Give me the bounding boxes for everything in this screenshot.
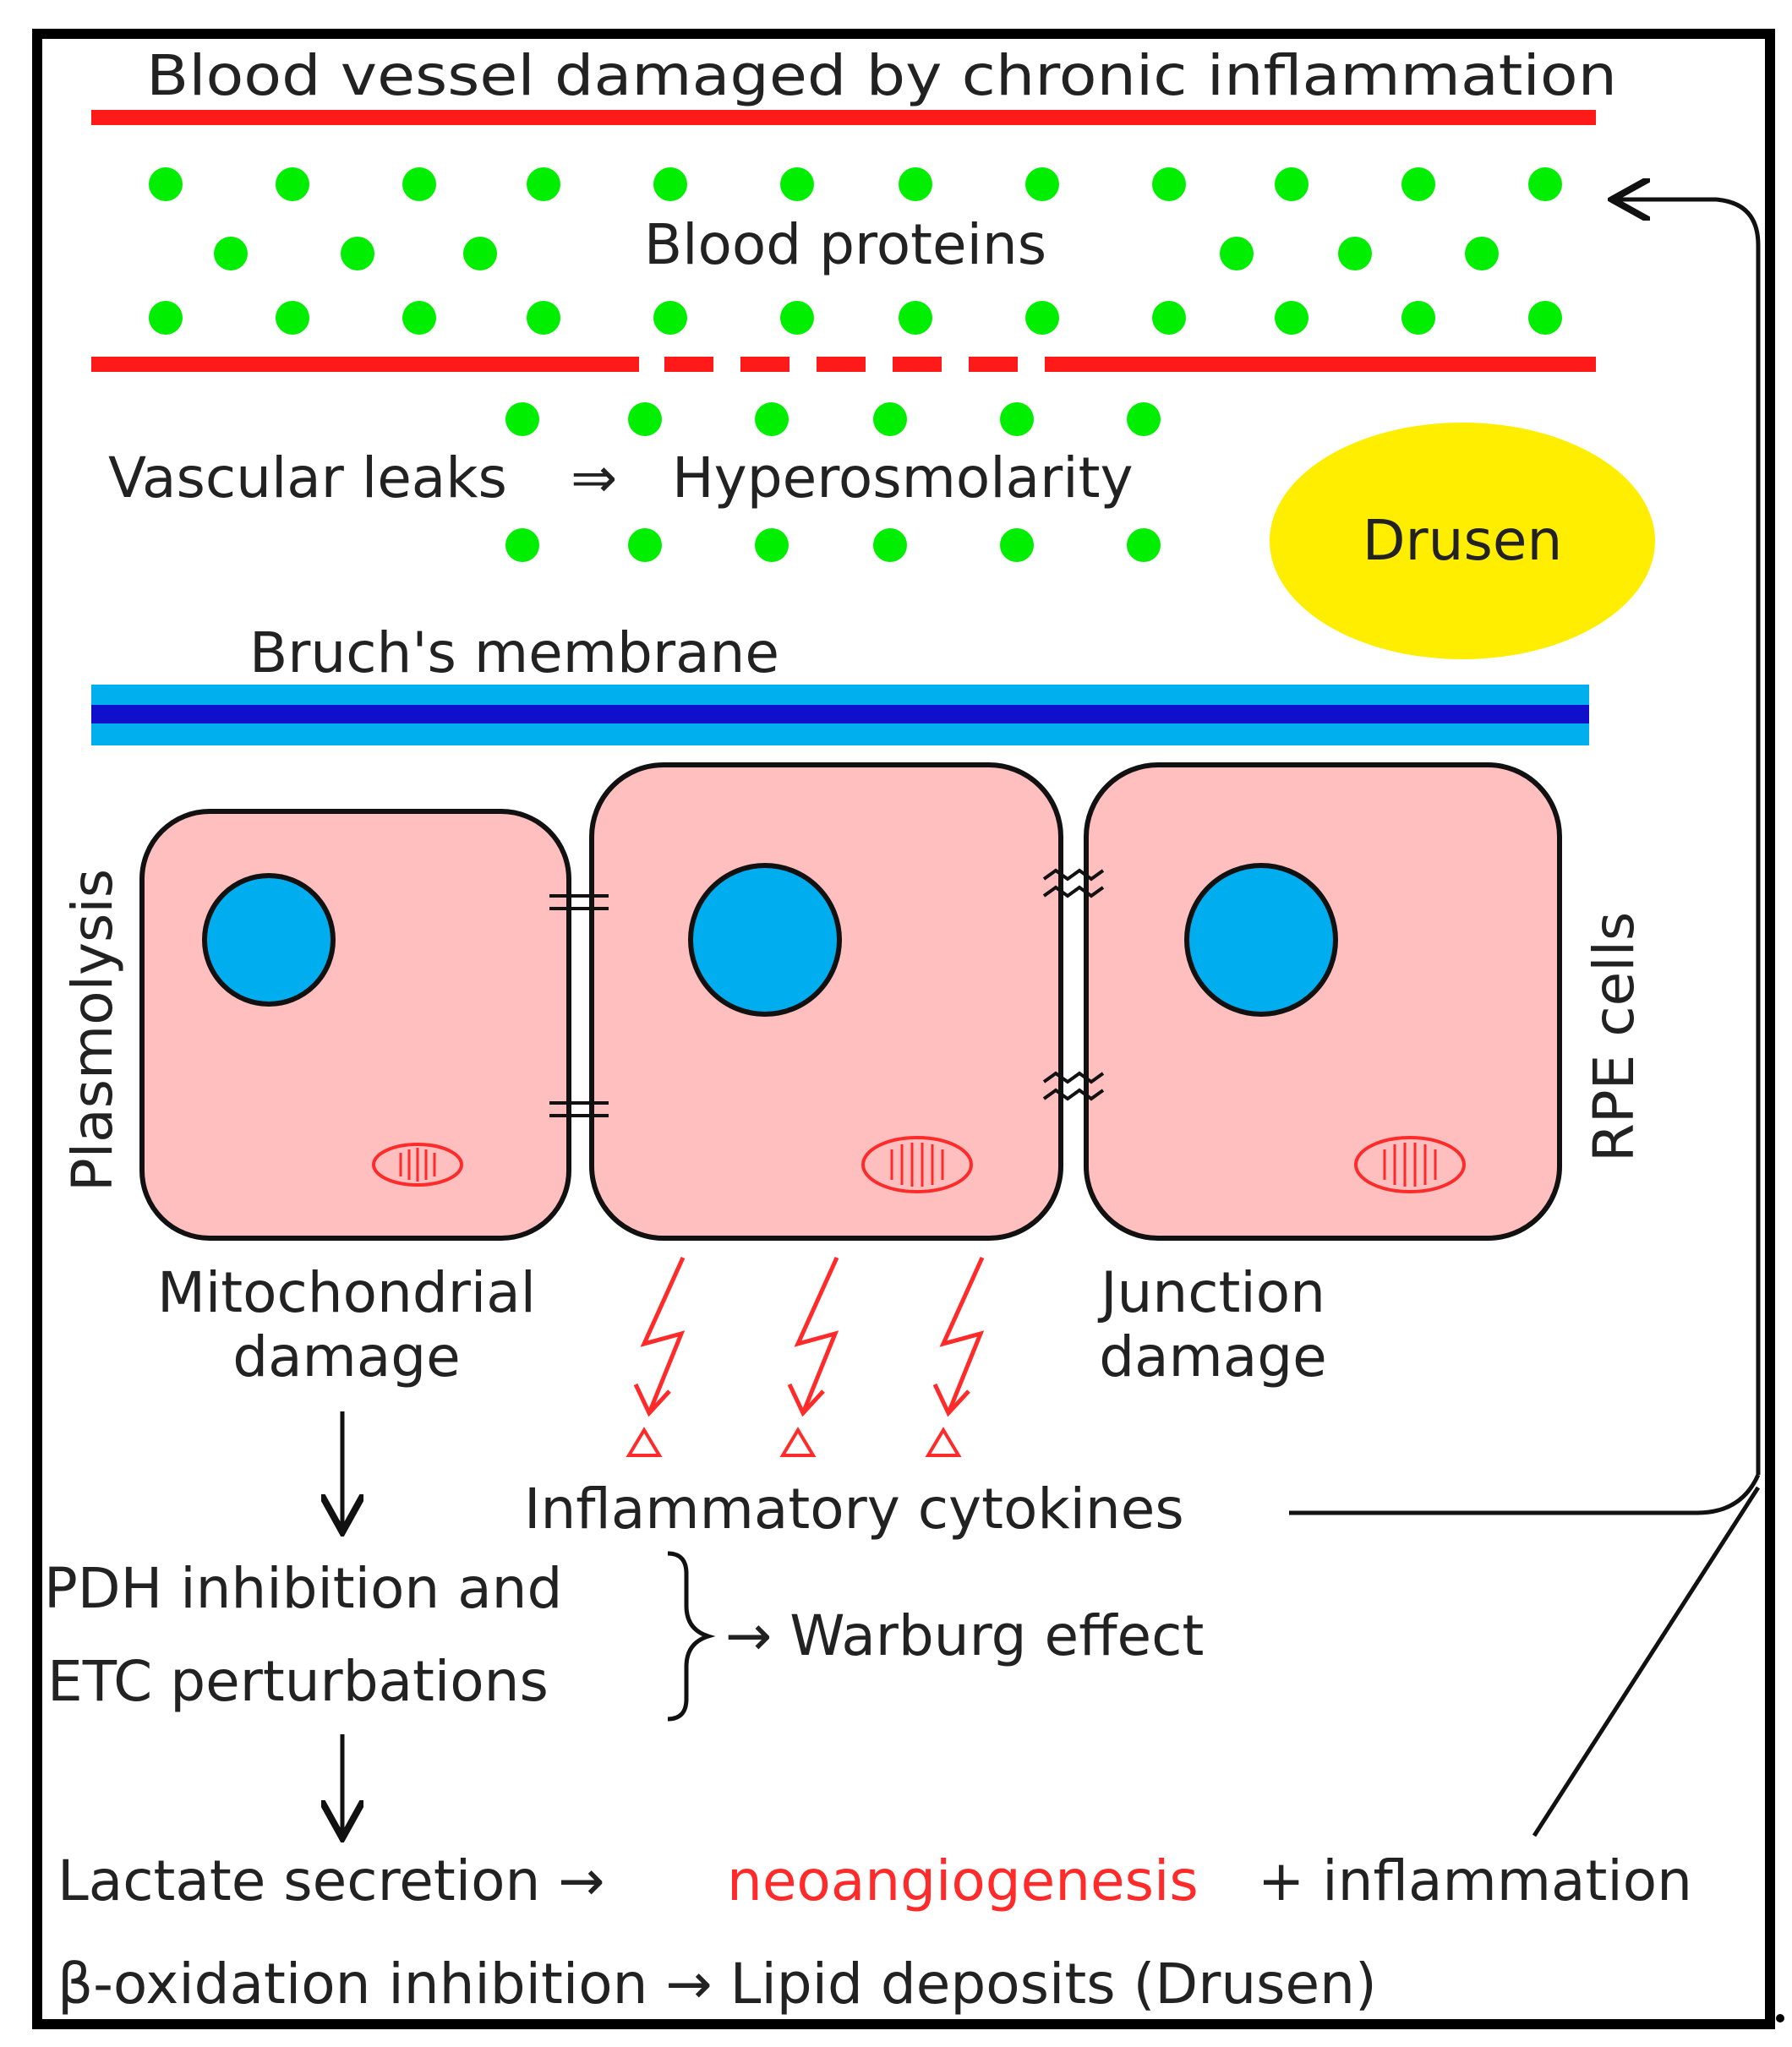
rpe-cell-1: [139, 809, 571, 1241]
protein-dot: [463, 237, 497, 270]
protein-dot: [402, 167, 436, 201]
figure-frame: [32, 29, 1775, 2029]
bruch-membrane-label: Bruch's membrane: [249, 620, 779, 685]
implies-arrow: ⇒: [571, 445, 617, 510]
protein-dot: [1152, 301, 1186, 335]
curly-brace: [667, 1551, 716, 1722]
plasmolysis-label: Plasmolysis: [60, 869, 125, 1192]
neoangiogenesis-label: neoangiogenesis: [727, 1848, 1199, 1913]
protein-dot: [653, 301, 687, 335]
pdh-inhibition-line2: ETC perturbations: [47, 1649, 549, 1714]
protein-dot: [780, 167, 814, 201]
lightning-bolt-icon: [932, 1256, 985, 1417]
mitochondrion-icon: [372, 1143, 463, 1187]
protein-dot: [1000, 528, 1034, 562]
feedback-line-cytokines: [1289, 1473, 1761, 1515]
blood-proteins-label: Blood proteins: [644, 212, 1046, 277]
drusen-deposit: [1270, 423, 1655, 659]
rpe-cell-2: [589, 762, 1063, 1241]
protein-dot: [873, 402, 907, 436]
protein-dot: [628, 528, 662, 562]
protein-dot: [276, 301, 309, 335]
junction-damage-line2: damage: [1099, 1324, 1327, 1389]
trailing-dot: [1776, 2014, 1784, 2022]
protein-dot: [1127, 402, 1161, 436]
protein-dot: [341, 237, 374, 270]
bruch-membrane: [91, 685, 1589, 745]
vessel-wall-leaky: [91, 357, 1596, 372]
protein-dot: [1465, 237, 1499, 270]
mitochondrion-icon: [1354, 1136, 1466, 1193]
nucleus-icon: [202, 873, 336, 1007]
mitochondrial-damage-line1: Mitochondrial: [157, 1260, 536, 1325]
protein-dot: [505, 528, 539, 562]
mitochondrial-damage-line2: damage: [232, 1324, 461, 1389]
protein-dot: [276, 167, 309, 201]
plus-inflammation-label: + inflammation: [1258, 1848, 1692, 1913]
protein-dot: [1220, 237, 1254, 270]
protein-dot: [628, 402, 662, 436]
protein-dot: [527, 301, 560, 335]
feedback-line-inflammation: [1532, 1486, 1761, 1837]
vascular-leaks-label: Vascular leaks: [108, 445, 507, 510]
protein-dot: [527, 167, 560, 201]
lightning-bolt-icon: [787, 1256, 839, 1417]
vessel-wall-top: [91, 110, 1596, 125]
rpe-cell-3: [1084, 762, 1562, 1241]
blood-proteins-dots: [149, 167, 1562, 335]
feedback-line-vessel: [1616, 199, 1761, 1475]
protein-dot: [1338, 237, 1372, 270]
triangle-cytokine-icon: [626, 1427, 962, 1457]
hyperosmolarity-label: Hyperosmolarity: [672, 445, 1134, 510]
leaked-proteins-dots: [505, 402, 1161, 562]
tight-junctions: [549, 868, 1105, 1117]
nucleus-icon: [1184, 863, 1338, 1017]
protein-dot: [899, 167, 932, 201]
protein-dot: [873, 528, 907, 562]
protein-dot: [1152, 167, 1186, 201]
protein-dot: [653, 167, 687, 201]
protein-dot: [755, 402, 789, 436]
protein-dot: [402, 301, 436, 335]
protein-dot: [1275, 167, 1308, 201]
protein-dot: [214, 237, 248, 270]
lightning-bolt-icon: [633, 1256, 686, 1417]
junction-damage-line1: Junction: [1097, 1260, 1325, 1325]
drusen-label: Drusen: [1363, 508, 1563, 573]
mitochondrion-icon: [861, 1136, 973, 1193]
protein-dot: [1275, 301, 1308, 335]
protein-dot: [1025, 167, 1059, 201]
warburg-effect-label: → Warburg effect: [725, 1603, 1204, 1668]
nucleus-icon: [688, 863, 842, 1017]
protein-dot: [1401, 167, 1435, 201]
pdh-inhibition-line1: PDH inhibition and: [44, 1556, 562, 1621]
protein-dot: [1000, 402, 1034, 436]
protein-dot: [1025, 301, 1059, 335]
protein-dot: [1127, 528, 1161, 562]
rpe-cells-label: RPE cells: [1582, 912, 1647, 1162]
protein-dot: [755, 528, 789, 562]
protein-dot: [1528, 301, 1562, 335]
protein-dot: [505, 402, 539, 436]
protein-dot: [149, 167, 183, 201]
protein-dot: [1528, 167, 1562, 201]
lactate-secretion-label: Lactate secretion →: [57, 1848, 605, 1913]
vessel-title: Blood vessel damaged by chronic inflamma…: [146, 43, 1617, 108]
beta-oxidation-label: β-oxidation inhibition → Lipid deposits …: [57, 1951, 1377, 2017]
protein-dot: [149, 301, 183, 335]
protein-dot: [780, 301, 814, 335]
inflammatory-cytokines-label: Inflammatory cytokines: [524, 1477, 1184, 1542]
protein-dot: [899, 301, 932, 335]
protein-dot: [1401, 301, 1435, 335]
